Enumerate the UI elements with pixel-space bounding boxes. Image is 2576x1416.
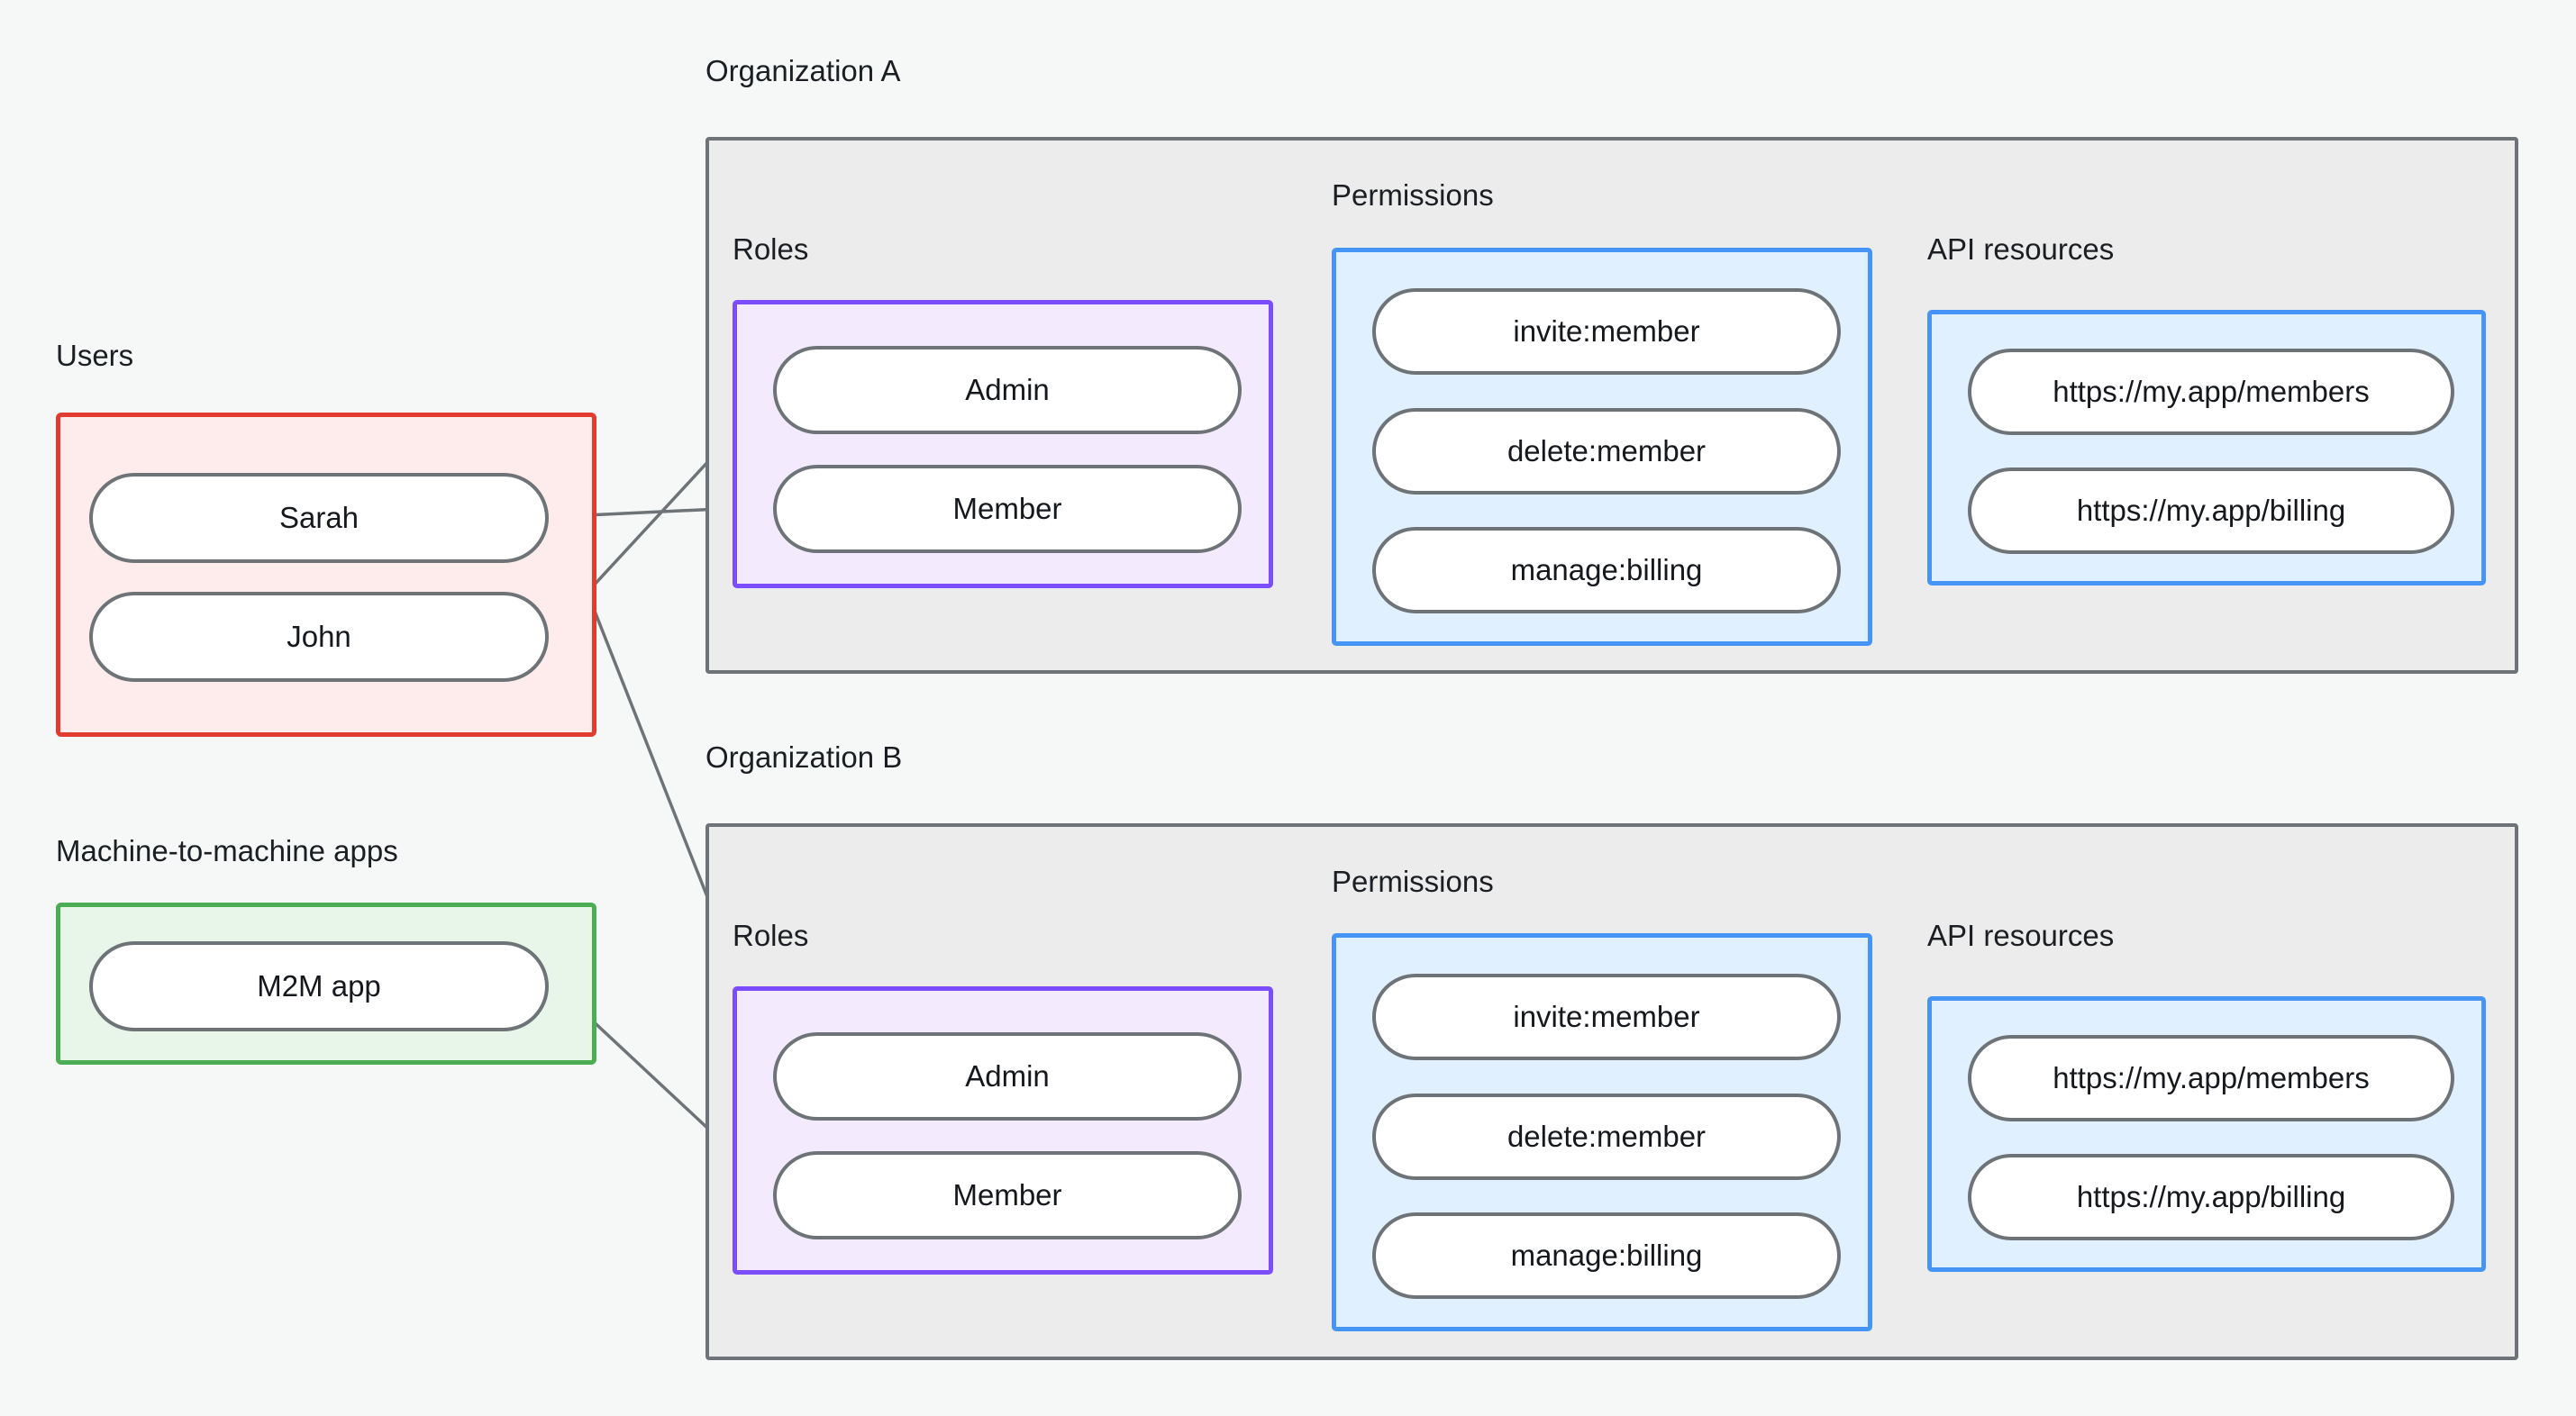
org-a-api-pill-billing[interactable]: https://my.app/billing bbox=[1968, 467, 2454, 554]
org-a-role-pill-member[interactable]: Member bbox=[773, 465, 1242, 553]
users-group: Sarah John bbox=[56, 413, 596, 737]
org-a-roles-group: Admin Member bbox=[733, 300, 1273, 588]
org-a-api-resources-label: API resources bbox=[1927, 232, 2115, 266]
org-a-permission-pill-manage-billing[interactable]: manage:billing bbox=[1372, 527, 1841, 613]
org-b-api-resources-group: https://my.app/members https://my.app/bi… bbox=[1927, 996, 2486, 1272]
user-pill-john[interactable]: John bbox=[89, 592, 549, 682]
org-b-roles-group: Admin Member bbox=[733, 986, 1273, 1275]
org-a-permissions-group: invite:member delete:member manage:billi… bbox=[1332, 248, 1872, 646]
m2m-group-label: Machine-to-machine apps bbox=[56, 834, 398, 867]
user-pill-sarah[interactable]: Sarah bbox=[89, 473, 549, 563]
org-b-permission-pill-delete-member[interactable]: delete:member bbox=[1372, 1094, 1841, 1180]
org-b-permission-pill-invite-member[interactable]: invite:member bbox=[1372, 974, 1841, 1060]
m2m-pill-app[interactable]: M2M app bbox=[89, 941, 549, 1031]
org-a-permission-pill-delete-member[interactable]: delete:member bbox=[1372, 408, 1841, 495]
org-a-api-resources-group: https://my.app/members https://my.app/bi… bbox=[1927, 310, 2486, 585]
users-group-label: Users bbox=[56, 339, 134, 372]
m2m-group: M2M app bbox=[56, 903, 596, 1065]
org-b-permissions-group: invite:member delete:member manage:billi… bbox=[1332, 933, 1872, 1331]
org-b-api-pill-billing[interactable]: https://my.app/billing bbox=[1968, 1154, 2454, 1240]
org-a-role-pill-admin[interactable]: Admin bbox=[773, 346, 1242, 434]
org-a-api-pill-members[interactable]: https://my.app/members bbox=[1968, 349, 2454, 435]
org-b-title: Organization B bbox=[705, 740, 903, 774]
org-b-api-pill-members[interactable]: https://my.app/members bbox=[1968, 1035, 2454, 1121]
org-a-permissions-label: Permissions bbox=[1332, 178, 1494, 212]
org-b-permission-pill-manage-billing[interactable]: manage:billing bbox=[1372, 1212, 1841, 1299]
org-a-permission-pill-invite-member[interactable]: invite:member bbox=[1372, 288, 1841, 375]
org-b-api-resources-label: API resources bbox=[1927, 919, 2115, 952]
org-a-title: Organization A bbox=[705, 54, 901, 87]
org-b-permissions-label: Permissions bbox=[1332, 865, 1494, 898]
org-a-roles-label: Roles bbox=[733, 232, 809, 266]
org-b-role-pill-admin[interactable]: Admin bbox=[773, 1032, 1242, 1121]
org-b-roles-label: Roles bbox=[733, 919, 809, 952]
org-b-role-pill-member[interactable]: Member bbox=[773, 1151, 1242, 1239]
